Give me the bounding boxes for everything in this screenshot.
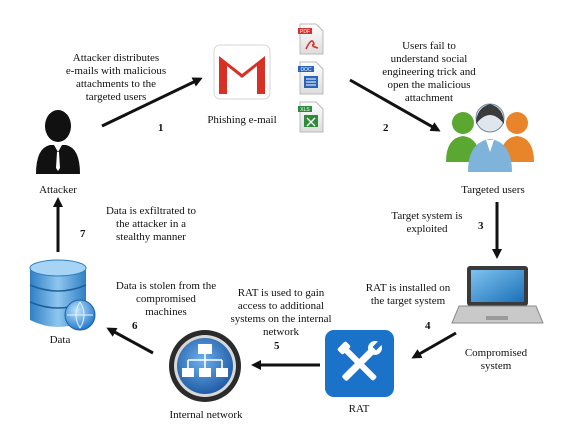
step-text-line: e-mails with malicious [65, 65, 167, 77]
svg-text:XLS: XLS [300, 107, 310, 113]
step-4-number: 4 [425, 320, 431, 332]
step-text-line: Users fail to [402, 40, 456, 52]
step-text-line: Data is stolen from the [115, 280, 217, 292]
compromised-system-label-line: system [480, 360, 512, 372]
gmail-icon [213, 44, 271, 100]
step-text-line: understand social [390, 53, 468, 65]
pdf-file-icon: PDF [298, 23, 324, 55]
step-5-description: RAT is used to gain access to additional… [222, 287, 340, 339]
step-text-line: stealthy manner [116, 231, 186, 243]
arrow-1 [101, 77, 203, 128]
doc-file-icon: DOC [298, 61, 324, 95]
step-text-line: Target system is [391, 210, 463, 222]
attacker-icon [36, 110, 80, 174]
internal-network-icon [169, 330, 241, 402]
step-text-line: attachment [404, 92, 454, 104]
step-text-line: network [262, 326, 300, 338]
phishing-email-label: Phishing e-mail [207, 114, 277, 126]
step-7-description: Data is exfiltrated to the attacker in a… [96, 205, 206, 244]
compromised-system-label: Compromised system [458, 347, 534, 373]
step-4-description: RAT is installed on the target system [356, 282, 460, 308]
attacker-label: Attacker [39, 184, 77, 196]
step-text-line: compromised [136, 293, 196, 305]
targeted-users-label: Targeted users [461, 184, 525, 196]
arrow-2 [349, 78, 441, 132]
laptop-icon [451, 266, 544, 324]
compromised-system-label-line: Compromised [464, 347, 528, 359]
step-text-line: targeted users [85, 91, 147, 103]
step-text-line: open the malicious [387, 79, 471, 91]
step-1-number: 1 [158, 122, 164, 134]
database-icon [29, 259, 96, 331]
step-3-description: Target system is exploited [382, 210, 472, 236]
xls-file-icon: XLS [298, 101, 324, 133]
step-3-number: 3 [478, 220, 484, 232]
step-text-line: systems on the internal [230, 313, 332, 325]
arrow-6 [106, 327, 154, 355]
rat-tools-icon [325, 330, 394, 397]
step-text-line: the target system [370, 295, 446, 307]
step-text-line: Data is exfiltrated to [105, 205, 197, 217]
data-label: Data [49, 334, 71, 346]
step-text-line: engineering trick and [382, 66, 476, 78]
step-text-line: Attacker distributes [72, 52, 160, 64]
step-text-line: RAT is installed on [365, 282, 451, 294]
svg-text:PDF: PDF [300, 29, 310, 35]
step-5-number: 5 [274, 340, 280, 352]
svg-text:DOC: DOC [300, 67, 312, 73]
internal-network-label: Internal network [169, 409, 243, 421]
step-2-description: Users fail to understand social engineer… [370, 40, 488, 105]
arrow-4 [411, 331, 457, 359]
step-text-line: attachments to the [75, 78, 157, 90]
step-2-number: 2 [383, 122, 389, 134]
step-1-description: Attacker distributes e-mails with malici… [54, 52, 178, 104]
step-text-line: the attacker in a [116, 218, 186, 230]
rat-label: RAT [348, 403, 370, 415]
step-text-line: exploited [406, 223, 448, 235]
step-6-number: 6 [132, 320, 138, 332]
step-text-line: machines [145, 306, 187, 318]
targeted-users-icon [446, 103, 534, 172]
step-6-description: Data is stolen from the compromised mach… [106, 280, 226, 319]
step-7-number: 7 [80, 228, 86, 240]
step-text-line: RAT is used to gain [237, 287, 325, 299]
step-text-line: access to additional [237, 300, 325, 312]
